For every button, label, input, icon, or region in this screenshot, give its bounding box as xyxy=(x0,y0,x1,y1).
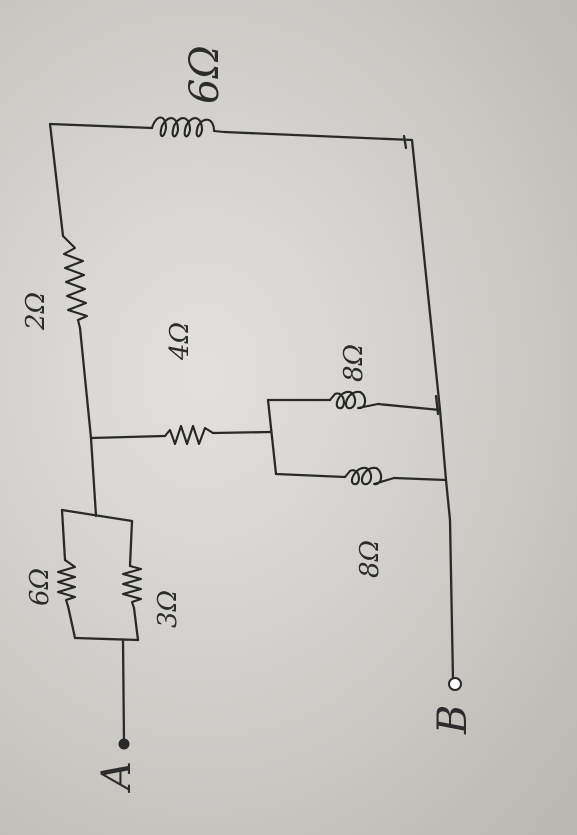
wire-parallel-left-upper xyxy=(60,508,67,562)
wire-left-rail-lower xyxy=(78,326,93,440)
wire-parallel-right-lower xyxy=(132,606,140,642)
resistor-4-label: 4Ω xyxy=(165,322,195,361)
resistor-8-left-label: 8Ω xyxy=(355,540,385,578)
wire-top-right xyxy=(222,130,414,142)
resistor-8-right xyxy=(328,390,380,410)
wire-inner-bottom-right xyxy=(392,476,448,482)
resistors xyxy=(56,116,396,610)
terminal-a-dot xyxy=(118,738,130,750)
terminal-b-label: B xyxy=(430,705,476,735)
wire-top-left xyxy=(48,122,154,130)
resistor-3 xyxy=(121,564,143,610)
wires xyxy=(48,122,455,744)
wire-mid-node xyxy=(89,436,98,518)
wire-right-rail xyxy=(410,138,448,482)
resistor-8-right-label: 8Ω xyxy=(339,344,369,382)
wire-parallel-right-upper xyxy=(128,519,134,568)
resistor-4 xyxy=(163,424,215,446)
wire-node-to-4 xyxy=(89,434,167,440)
resistor-6-left-label: 6Ω xyxy=(25,568,55,606)
wire-b-lead xyxy=(444,478,455,682)
wire-parallel-left-lower xyxy=(66,604,77,640)
tick-mark xyxy=(402,134,408,150)
wire-4-to-junction xyxy=(211,430,273,435)
resistor-3-label: 3Ω xyxy=(153,590,183,628)
terminal-a-label: A xyxy=(94,761,140,794)
labels: A B 6Ω 3Ω 2Ω 6Ω 4Ω 8Ω 8Ω xyxy=(21,45,476,794)
terminal-b-dot xyxy=(448,677,462,691)
wire-inner-left xyxy=(266,398,278,476)
wire-inner-bottom xyxy=(274,472,347,479)
wire-inner-top-right xyxy=(376,402,442,412)
wire-parallel-bottom xyxy=(73,636,140,642)
resistor-2-label: 2Ω xyxy=(21,292,51,331)
tick-mark xyxy=(434,394,440,416)
resistor-6-top-label: 6Ω xyxy=(182,45,228,104)
resistor-8-left xyxy=(343,466,396,486)
wire-left-rail-upper xyxy=(48,122,65,238)
resistor-6-left xyxy=(56,558,77,608)
wire-a-lead xyxy=(121,638,126,744)
resistor-2 xyxy=(61,234,89,330)
resistor-6-top xyxy=(150,116,226,138)
